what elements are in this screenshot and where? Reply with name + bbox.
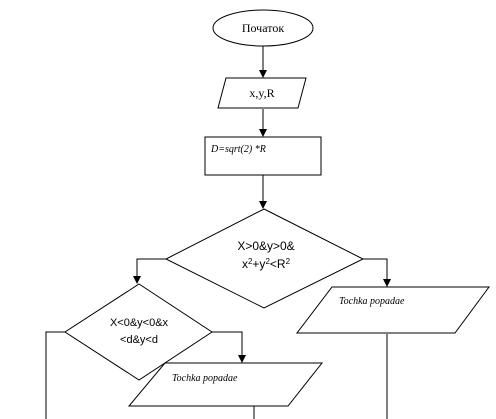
input-label: x,y,R <box>249 86 274 100</box>
decision-1-line1: X>0&y>0& <box>237 239 294 253</box>
decision-1-diamond <box>164 208 365 309</box>
output-right-parallelogram <box>295 286 490 334</box>
start-terminator: Початок <box>212 9 314 47</box>
decision-1-line2: x2+y2<R2 <box>242 257 291 271</box>
output-lower-parallelogram <box>127 362 324 407</box>
process-node: D=sqrt(2) *R <box>204 136 322 176</box>
output-lower: Tochka popadae <box>127 362 324 407</box>
decision-1: X>0&y>0& x2+y2<R2 <box>164 208 365 309</box>
input-parallelogram <box>217 77 307 109</box>
input-node: x,y,R <box>217 77 307 109</box>
arrow-decision1-to-decision2 <box>133 258 166 284</box>
decision-2-line2: <d&y<d <box>120 334 158 346</box>
line-decision2-no-branch <box>45 331 65 419</box>
output-right: Tochka popadae <box>295 286 490 334</box>
start-label: Початок <box>242 21 284 35</box>
connectors <box>45 46 391 419</box>
output-right-label: Tochka popadae <box>339 296 405 307</box>
process-label: D=sqrt(2) *R <box>210 144 266 155</box>
arrow-decision2-to-output-lower <box>212 331 246 363</box>
start-ellipse <box>212 9 314 47</box>
process-rect <box>204 136 322 176</box>
decision-2: X<0&y<0&x <d&y<d <box>64 283 213 381</box>
decision-2-line1: X<0&y<0&x <box>110 317 169 329</box>
arrow-decision1-to-output-right <box>363 258 391 287</box>
output-lower-label: Tochka popadae <box>172 373 238 384</box>
decision-2-diamond <box>64 283 213 381</box>
